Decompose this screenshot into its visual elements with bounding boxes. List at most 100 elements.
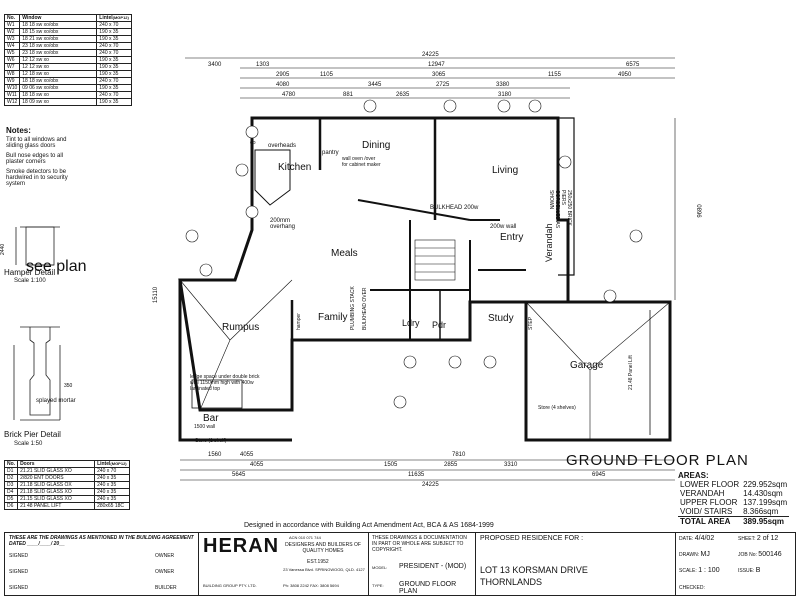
room-meals: Meals	[331, 248, 358, 259]
room-entry: Entry	[500, 232, 524, 243]
job-label: JOB No:	[738, 552, 757, 558]
door-cell: 21 48 PANEL LIFT	[17, 502, 96, 510]
dim-top-3c: 2725	[436, 82, 450, 88]
model-label: MODEL:	[372, 565, 388, 570]
areas-total-label: TOTAL AREA	[678, 516, 742, 526]
window-cell: 240 x 70	[96, 49, 132, 57]
col-no: No.	[3, 14, 21, 22]
room-study: Study	[488, 313, 514, 324]
note-bar-wall: 1500 wall	[194, 424, 216, 430]
window-cell: 190 x 35	[96, 70, 132, 78]
note-store-shelves: Store (4 shelves)	[538, 405, 576, 411]
est: EST.1952	[307, 559, 329, 565]
room-kitchen: Kitchen	[278, 162, 312, 173]
builder-1: BUILDER	[155, 585, 177, 591]
room-rumpus: Rumpus	[222, 322, 260, 333]
model-value: PRESIDENT - (MOD)	[399, 563, 467, 570]
hamper-see-plan: see plan	[26, 258, 87, 275]
window-cell: 18 15 sw xo/obx	[19, 28, 98, 36]
room-ldry: Ldry	[402, 318, 420, 328]
type-label: TYPE:	[372, 583, 384, 588]
hamper-scale: Scale 1:100	[14, 278, 46, 284]
dim-bot-2b: 1505	[384, 462, 398, 468]
svg-text:2440: 2440	[0, 244, 6, 255]
floor-plan	[178, 57, 676, 481]
designers: DESIGNERS AND BUILDERS OF QUALITY HOMES	[285, 542, 361, 554]
note-bulkhead-over: BULKHEAD OVER	[362, 287, 368, 330]
note-overhang: 200mm overhang	[270, 218, 296, 230]
door-cell: 240 x 70	[94, 467, 130, 475]
company-logo: HERAN	[203, 535, 280, 557]
door-cell: D3	[3, 481, 19, 489]
note-dp: dp	[250, 140, 256, 146]
note-200w-wall: 200w wall	[490, 224, 517, 230]
dim-top-3a: 4080	[276, 82, 290, 88]
window-cell: W4	[3, 42, 21, 50]
window-cell: 18 18 sw xo/obx	[19, 77, 98, 85]
dim-bot-3a: 5645	[232, 472, 246, 478]
room-living: Living	[492, 165, 519, 176]
note-ledge: ledge space under double brick wall 1150…	[190, 374, 260, 392]
lot-address: LOT 13 KORSMAN DRIVE	[480, 565, 588, 575]
company-block: HERAN BUILDING GROUP PTY. LTD. ACN 010 0…	[198, 533, 369, 595]
dim-bot-3b: 11635	[408, 472, 425, 478]
dim-top-2e: 4950	[618, 72, 632, 78]
window-cell: W1	[3, 21, 21, 29]
area-cell: VERANDAH	[680, 489, 725, 498]
area-cell: LOWER FLOOR	[680, 480, 740, 489]
window-cell: W10	[3, 84, 21, 92]
hamper-title: Hamper Detail	[4, 268, 56, 277]
door-cell: 240 x 35	[94, 474, 130, 482]
window-cell: W5	[3, 49, 21, 57]
dim-top-2a: 2905	[276, 72, 290, 78]
note-hamper: hamper	[296, 313, 302, 330]
job-value: 500146	[758, 551, 782, 558]
room-pdr: Pdr	[432, 320, 447, 330]
owner-1: OWNER	[155, 553, 175, 559]
dim-top-4a: 4780	[282, 92, 296, 98]
window-cell: 18 18 sw xo	[19, 91, 98, 99]
dim-bot-1a: 4055	[240, 452, 254, 458]
dim-bot-2c: 2855	[444, 462, 458, 468]
model-block: THESE DRAWINGS & DOCUMENTATION IN PART O…	[368, 533, 476, 595]
door-cell: D1	[3, 467, 19, 475]
door-cell: 21.21 SLID GLASS XO	[17, 467, 96, 475]
dim-top-2c: 3065	[432, 72, 446, 78]
areas-total-value: 389.95sqm	[741, 516, 790, 526]
issue-label: ISSUE:	[738, 568, 755, 574]
window-cell: W12	[3, 98, 21, 106]
col-lintel: Lintel(MGP12)	[94, 460, 130, 468]
door-cell: D5	[3, 495, 19, 503]
col-no: No.	[3, 460, 19, 468]
window-cell: W11	[3, 91, 21, 99]
areas-title: AREAS:	[678, 471, 709, 480]
window-cell: W9	[3, 77, 21, 85]
date-value: 4/4/02	[694, 535, 715, 542]
note-2: Bull nose edges to all plaster corners	[6, 153, 64, 165]
note-store-shelf: Store (1 shelf)	[195, 438, 227, 444]
note-pantry: pantry	[322, 150, 339, 156]
owner-2: OWNER	[155, 569, 175, 575]
brick-pier-title: Brick Pier Detail	[4, 430, 61, 439]
issue-value: B	[755, 567, 761, 574]
agreement-note: THESE ARE THE DRAWINGS AS MENTIONED IN T…	[9, 535, 194, 547]
detail-drawings: 2440 350	[0, 226, 73, 421]
room-garage: Garage	[570, 360, 604, 371]
window-cell: 190 x 35	[96, 63, 132, 71]
acn: ACN 010 071 744	[289, 535, 321, 540]
dim-top-4b: 881	[343, 92, 354, 98]
door-cell: 240 x 35	[94, 495, 130, 503]
